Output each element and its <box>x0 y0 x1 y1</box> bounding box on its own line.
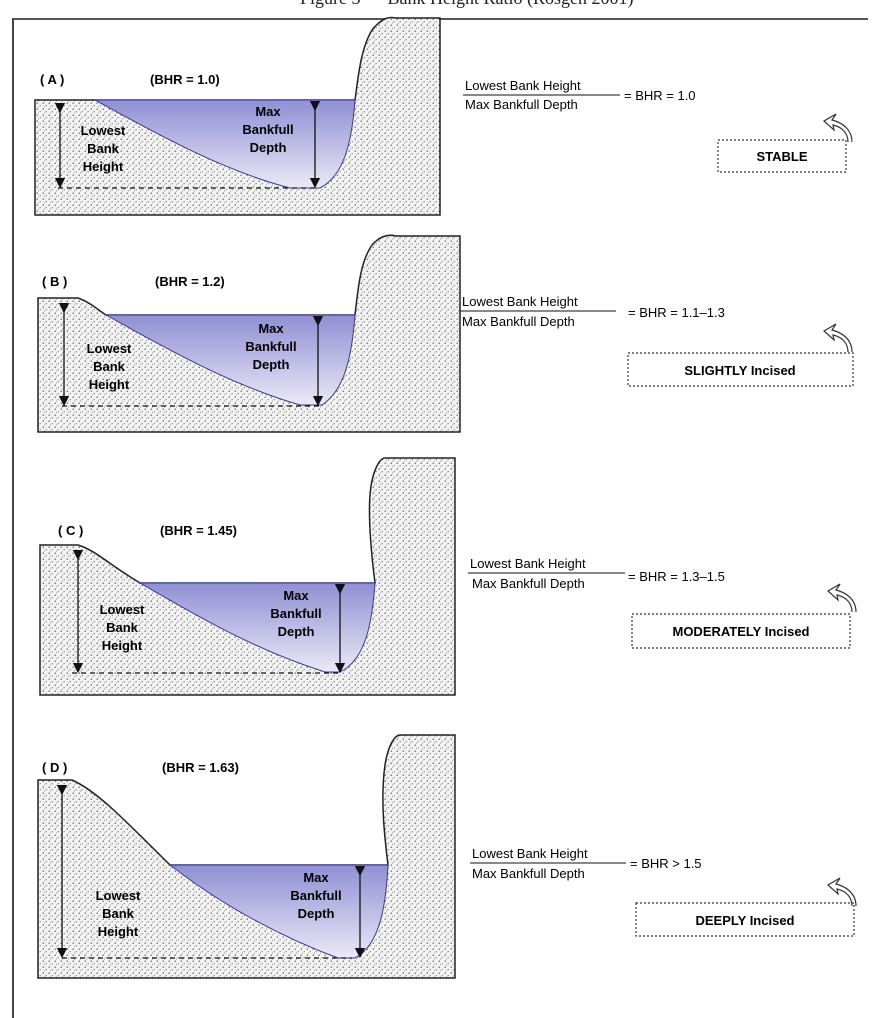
depth-label-line3: Depth <box>298 906 335 921</box>
fraction-numerator: Lowest Bank Height <box>470 556 586 571</box>
depth-label-line2: Bankfull <box>290 888 341 903</box>
status-box <box>635 902 855 937</box>
fraction-denominator: Max Bankfull Depth <box>462 314 575 329</box>
bankfull-water <box>168 864 389 959</box>
bank-label-line2: Bank <box>106 620 139 635</box>
fraction-denominator: Max Bankfull Depth <box>472 576 585 591</box>
bank-label-line1: Lowest <box>96 888 141 903</box>
depth-label-line2: Bankfull <box>245 339 296 354</box>
panel-bhr: (BHR = 1.45) <box>160 523 237 538</box>
status-label: STABLE <box>756 149 807 164</box>
fraction-numerator: Lowest Bank Height <box>472 846 588 861</box>
panel-bhr: (BHR = 1.63) <box>162 760 239 775</box>
panel-bhr: (BHR = 1.2) <box>155 274 225 289</box>
status-box <box>631 613 851 649</box>
fraction-denominator: Max Bankfull Depth <box>465 97 578 112</box>
bhr-result: = BHR = 1.3–1.5 <box>628 569 725 584</box>
curved-arrow-icon <box>826 583 857 613</box>
bankfull-water <box>104 314 356 406</box>
bankfull-water <box>138 582 376 673</box>
status-label: SLIGHTLY Incised <box>684 363 795 378</box>
depth-label-line2: Bankfull <box>270 606 321 621</box>
panel-b: ( B ) (BHR = 1.2) Lowest Bank Height Max… <box>37 234 854 433</box>
bank-label-line2: Bank <box>102 906 135 921</box>
status-label: DEEPLY Incised <box>696 913 795 928</box>
bank-label-line1: Lowest <box>100 602 145 617</box>
panel-bhr: (BHR = 1.0) <box>150 72 220 87</box>
depth-label-line3: Depth <box>278 624 315 639</box>
depth-label-line1: Max <box>303 870 329 885</box>
status-label: MODERATELY Incised <box>672 624 809 639</box>
figure-caption: Figure 3 — Bank Height Ratio (Rosgen 200… <box>300 0 633 9</box>
panel-letter: ( B ) <box>42 274 67 289</box>
bank-label-line3: Height <box>83 159 124 174</box>
panel-d: ( D ) (BHR = 1.63) Lowest Bank Height Ma… <box>37 734 857 979</box>
bank-label-line1: Lowest <box>87 341 132 356</box>
panel-letter: ( A ) <box>40 72 64 87</box>
bhr-result: = BHR > 1.5 <box>630 856 702 871</box>
bank-label-line2: Bank <box>93 359 126 374</box>
soil-cross-section <box>37 734 456 979</box>
bankfull-water <box>94 99 356 189</box>
fraction-numerator: Lowest Bank Height <box>465 78 581 93</box>
curved-arrow-icon <box>822 113 853 143</box>
panel-letter: ( C ) <box>58 523 83 538</box>
panel-c: ( C ) (BHR = 1.45) Lowest Bank Height Ma… <box>39 457 857 696</box>
panel-a: ( A ) (BHR = 1.0) Lowest Bank Height Max… <box>34 16 853 216</box>
depth-label-line1: Max <box>255 104 281 119</box>
depth-label-line1: Max <box>258 321 284 336</box>
curved-arrow-icon <box>822 323 853 353</box>
bhr-result: = BHR = 1.1–1.3 <box>628 305 725 320</box>
bank-label-line2: Bank <box>87 141 120 156</box>
depth-label-line3: Depth <box>253 357 290 372</box>
status-box <box>717 139 847 173</box>
depth-label-line1: Max <box>283 588 309 603</box>
curved-arrow-icon <box>826 877 857 907</box>
fraction-denominator: Max Bankfull Depth <box>472 866 585 881</box>
panel-letter: ( D ) <box>42 760 67 775</box>
depth-label-line2: Bankfull <box>242 122 293 137</box>
bhr-result: = BHR = 1.0 <box>624 88 696 103</box>
bank-label-line3: Height <box>89 377 130 392</box>
soil-cross-section <box>39 457 456 696</box>
fraction-numerator: Lowest Bank Height <box>462 294 578 309</box>
bank-label-line3: Height <box>98 924 139 939</box>
bank-label-line1: Lowest <box>81 123 126 138</box>
status-box <box>627 352 854 387</box>
depth-label-line3: Depth <box>250 140 287 155</box>
bank-label-line3: Height <box>102 638 143 653</box>
